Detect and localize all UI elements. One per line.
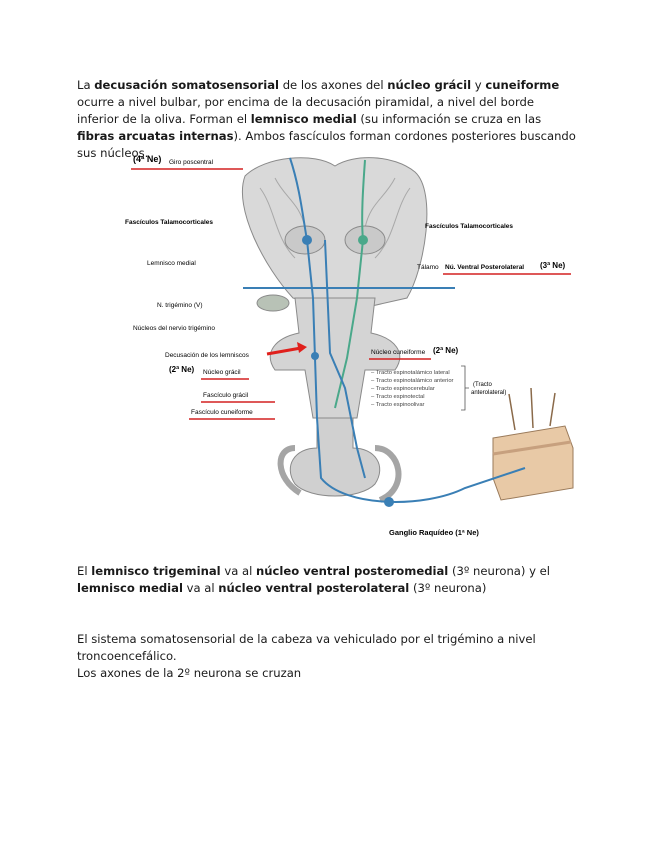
label-giro: Giro poscentral: [169, 159, 214, 166]
tract-item: – Tracto espinoolivar: [371, 402, 425, 408]
label-fasciculo-gracil: Fascículo grácil: [203, 392, 249, 399]
label-ne4: (4ª Ne): [133, 154, 161, 164]
label-fasc-right: Fascículos Talamocorticales: [425, 223, 513, 230]
label-nucleo-gracil: Núcleo grácil: [203, 369, 241, 376]
label-fasciculo-cuneiforme: Fascículo cuneiforme: [191, 409, 253, 416]
head-system-paragraph: El sistema somatosensorial de la cabeza …: [77, 631, 577, 682]
label-ne2-left: (2ª Ne): [169, 365, 195, 374]
label-ne2-right: (2ª Ne): [433, 346, 459, 355]
paragraph-line: Los axones de la 2º neurona se cruzan: [77, 666, 302, 680]
label-nvpl: Nú. Ventral Posterolateral: [445, 264, 524, 271]
lemniscus-paragraph: El lemnisco trigeminal va al núcleo vent…: [77, 564, 551, 595]
label-ne3: (3ª Ne): [540, 261, 566, 270]
tract-item: – Tracto espinotalámico lateral: [371, 370, 450, 376]
label-nucleos-trigemino: Núcleos del nervio trigémino: [133, 325, 215, 332]
pathway-lines: [243, 157, 526, 507]
intro-paragraph: La decusación somatosensorial de los axo…: [77, 78, 576, 160]
tract-item: – Tracto espinotalámico anterior: [371, 378, 454, 384]
label-talamo: Tálamo: [417, 264, 439, 271]
tract-item: – Tracto espinocerebular: [371, 386, 435, 392]
label-nucleo-cuneiforme: Núcleo cuneiforme: [371, 349, 426, 356]
decussation-arrow-head: [297, 342, 307, 353]
label-ganglio: Ganglio Raquídeo (1ª Ne): [389, 528, 479, 537]
label-fasc-left: Fascículos Talamocorticales: [125, 219, 213, 226]
tract-bracket: [461, 365, 469, 411]
tract-item: – Tracto espinotectal: [371, 394, 425, 400]
decussation-arrow: [266, 346, 302, 356]
tract-list: – Tracto espinotalámico lateral – Tracto…: [371, 370, 454, 408]
label-lemnisco-medial: Lemnisco medial: [147, 260, 196, 267]
label-trigemino: N. trigémino (V): [157, 302, 203, 309]
tract-group-label: (Tracto: [473, 382, 492, 388]
label-decusacion: Decusación de los lemniscos: [165, 352, 250, 359]
somatosensory-pathway-figure: (4ª Ne) Giro poscentral Fascículos Talam…: [125, 154, 574, 537]
brain-illustration: [241, 157, 574, 503]
paragraph-line: El sistema somatosensorial de la cabeza …: [77, 632, 536, 663]
tract-group-label: anterolateral): [471, 390, 506, 396]
